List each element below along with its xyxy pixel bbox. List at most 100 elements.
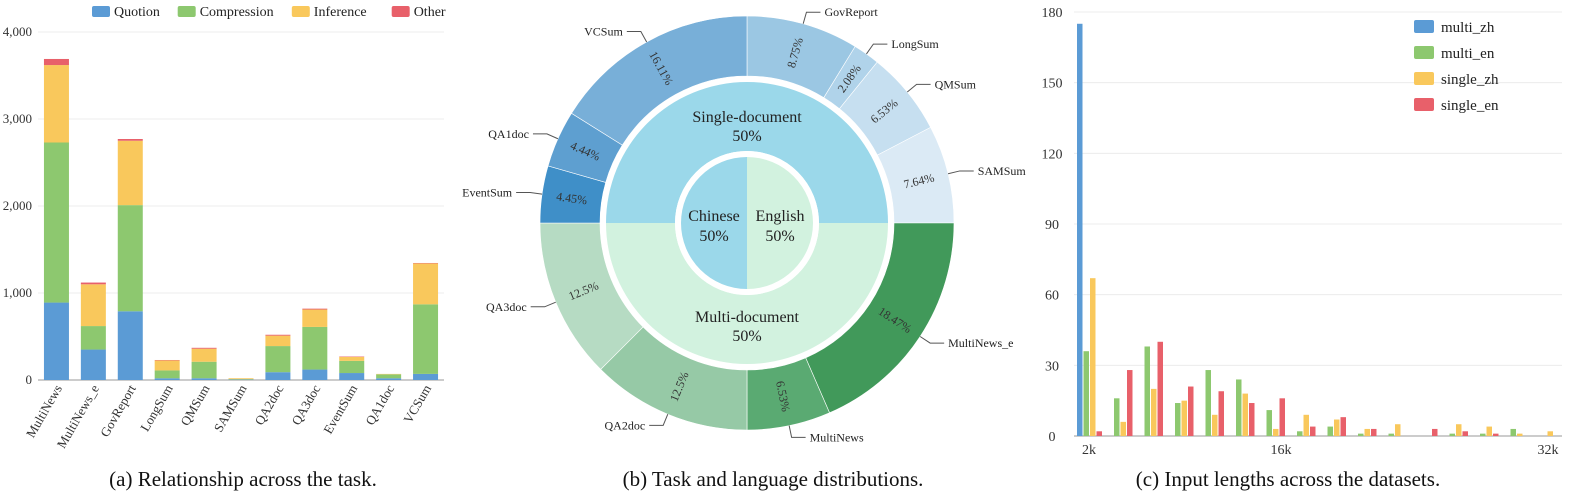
bar-qa2doc-inference [265,335,291,347]
bar-qmsum-quotion [191,378,217,380]
bar-multinews-inference [43,65,69,143]
leader-line-vcsum [626,30,648,43]
label-multi-document-pct: 50% [732,328,761,345]
y-tick-label: 180 [1042,6,1063,21]
bar-qa2doc-quotion [265,372,291,380]
panel-b-nested-pie-chart: 8.75%GovReport2.08%LongSum6.53%QMSum7.64… [462,5,1026,444]
bar-multinews-other [43,58,69,66]
y-tick-label: 90 [1045,218,1059,233]
bar-multinews-e-compression [80,326,106,350]
bar-bin-6-multi-en [1266,410,1272,436]
bar-bin-7-single-en [1310,426,1316,436]
bar-bin-6-single-en [1279,398,1285,436]
bar-qa1doc-quotion [376,378,402,380]
bar-bin-8-single-zh [1334,419,1340,436]
bar-bin-4-multi-en [1205,370,1211,436]
bar-bin-7-multi-en [1297,431,1303,436]
leader-line-eventsum [516,191,543,195]
legend-label-single-zh: single_zh [1441,72,1499,88]
bar-bin-13-single-zh [1486,426,1492,436]
bar-bin-5-single-en [1249,403,1255,436]
leader-line-multinews [788,425,806,438]
leader-line-multinews-e [919,336,945,344]
bar-bin-3-single-zh [1181,400,1187,436]
x-tick-label: QMSum [177,382,212,428]
bar-bin-12-single-zh [1456,424,1462,436]
bar-govreport-compression [117,205,143,312]
bar-qmsum-inference [191,348,217,362]
legend-swatch-single-zh [1414,72,1434,85]
bar-longsum-inference [154,360,180,371]
bar-bin-7-single-zh [1303,414,1309,436]
bar-bin-15-single-zh [1547,431,1553,436]
x-tick-label: SAMSum [211,382,250,435]
y-tick-label: 60 [1045,289,1059,304]
legend-swatch-multi-zh [1414,20,1434,33]
caption-b: (b) Task and language distributions. [623,467,924,491]
pie-label-samsum: SAMSum [978,164,1027,178]
bar-qa2doc-other [265,334,291,336]
bar-bin-5-single-zh [1242,393,1248,436]
legend-swatch-multi-en [1414,46,1434,59]
bar-qmsum-compression [191,361,217,379]
y-tick-label: 150 [1042,77,1063,92]
bar-bin-1-multi-en [1114,398,1120,436]
x-tick-label: LongSum [137,382,176,434]
legend-swatch-inference [291,6,310,17]
pie-pct-label-multinews: 6.53% [773,380,793,413]
y-tick-label: 0 [1049,430,1056,445]
bar-bin-6-single-zh [1273,428,1279,436]
bar-vcsum-quotion [413,373,439,380]
bar-govreport-inference [117,140,143,206]
legend-swatch-other [391,6,410,17]
label-english-pct: 50% [765,228,794,245]
bar-qa3doc-inference [302,309,328,327]
legend-label-compression: Compression [200,5,274,20]
bar-bin-5-multi-en [1236,379,1242,436]
legend-label-inference: Inference [314,5,367,20]
x-tick-label: MultiNews [23,382,65,440]
bar-longsum-quotion [154,378,180,380]
bar-bin-14-multi-en [1510,428,1516,436]
bar-bin-10-multi-en [1388,433,1394,436]
bar-bin-2-multi-en [1144,346,1150,436]
bar-govreport-quotion [117,311,143,380]
bar-bin-10-single-zh [1395,424,1401,436]
bar-qa3doc-compression [302,326,328,370]
bar-bin-0-single-zh [1090,278,1096,436]
bar-bin-3-multi-en [1175,403,1181,436]
legend-swatch-compression [177,6,196,17]
leader-line-qmsum [906,83,931,93]
label-single-document: Single-document [692,109,802,126]
y-tick-label: 120 [1042,147,1063,162]
leader-line-govreport [802,11,821,24]
x-tick-label: QA1doc [362,382,397,428]
legend-swatch-single-en [1414,98,1434,111]
bar-bin-3-single-en [1188,386,1194,436]
bar-bin-13-single-en [1493,433,1499,436]
pie-slice-english [747,157,813,289]
bar-qa1doc-compression [376,374,402,379]
ring-separator [675,151,819,295]
y-tick-label: 2,000 [3,198,32,213]
bar-vcsum-compression [413,304,439,374]
bar-bin-4-single-zh [1212,414,1218,436]
caption-a: (a) Relationship across the task. [109,467,377,491]
bar-qmsum-other [191,347,217,349]
bar-bin-13-multi-en [1480,433,1486,436]
leader-line-qa1doc [532,133,559,140]
bar-longsum-compression [154,370,180,379]
x-tick-label: EventSum [320,382,360,436]
legend-label-single-en: single_en [1441,98,1499,114]
x-tick-label: QA2doc [251,382,286,428]
bar-qa2doc-compression [265,346,291,373]
label-chinese-pct: 50% [699,228,728,245]
bar-bin-1-single-en [1127,370,1133,436]
bar-multinews-e-quotion [80,349,106,380]
pie-pct-label-eventsum: 4.45% [555,189,588,207]
pie-label-qa2doc: QA2doc [605,418,646,432]
legend-label-other: Other [414,5,446,20]
legend-label-multi-zh: multi_zh [1441,20,1495,36]
bar-qa3doc-other [302,308,328,310]
label-multi-document: Multi-document [695,309,800,326]
